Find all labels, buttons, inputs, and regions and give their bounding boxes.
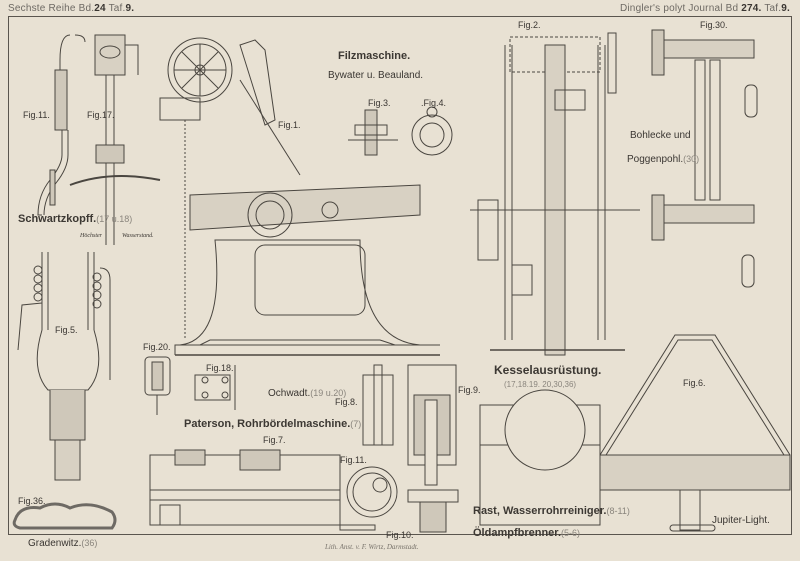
caption-oeldampf-ref: (5-6) bbox=[561, 528, 581, 538]
fig6-drawing bbox=[479, 334, 791, 532]
caption-oeldampf-title: Öldampfbrenner. bbox=[473, 527, 562, 539]
fig5-label: Fig.5. bbox=[55, 325, 78, 335]
series-name: Sechste Reihe bbox=[8, 3, 76, 14]
volume-number: 274. bbox=[741, 3, 762, 14]
plate-label: Taf. bbox=[764, 3, 782, 14]
fig6-label: Fig.6. bbox=[683, 378, 706, 388]
caption-ochwadt-title: Ochwadt. bbox=[268, 388, 311, 399]
fig7-label: Fig.7. bbox=[263, 435, 286, 445]
fig5-drawing bbox=[17, 252, 111, 481]
fig30-drawing bbox=[651, 29, 758, 288]
plate-border bbox=[8, 16, 792, 535]
caption-schwartzkopff-ref: (17 u.18) bbox=[96, 214, 133, 224]
fig9-label: Fig.9. bbox=[458, 385, 481, 395]
journal-name: Dingler's polyt Journal bbox=[619, 3, 723, 14]
fig2-drawing bbox=[470, 32, 640, 356]
fig4-label: .Fig.4. bbox=[421, 98, 447, 108]
fig2-label: Fig.2. bbox=[518, 20, 541, 30]
caption-bohlecke-line2: Poggenpohl. bbox=[627, 154, 684, 165]
fig20-label: Fig.20. bbox=[143, 342, 171, 352]
caption-rast-ref: (8-11) bbox=[606, 506, 630, 516]
fig30-label: Fig.30. bbox=[700, 20, 728, 30]
caption-paterson: Paterson, Rohrbördelmaschine.(7) bbox=[184, 418, 361, 430]
caption-bohlecke-line1: Bohlecke und bbox=[630, 130, 691, 141]
caption-hoechster-left: Höchster bbox=[80, 233, 102, 239]
caption-filzmaschine-authors: Bywater u. Beauland. bbox=[328, 70, 424, 81]
fig20-drawing bbox=[144, 356, 171, 415]
fig3-label: Fig.3. bbox=[368, 98, 391, 108]
caption-rast: Rast, Wasserrohrreiniger.(8-11) bbox=[473, 505, 630, 517]
caption-hoechster-right: Wasserstand. bbox=[122, 233, 154, 239]
volume-number: 24 bbox=[94, 3, 106, 14]
volume-label: Bd bbox=[725, 3, 739, 14]
fig36-drawing bbox=[12, 502, 117, 530]
caption-ochwadt-ref: (19 u.20) bbox=[310, 388, 347, 398]
caption-jupiter-title: Jupiter-Light. bbox=[712, 515, 770, 526]
header-left: Sechste Reihe Bd.24 Taf.9. bbox=[8, 3, 134, 14]
caption-rast-title: Rast, Wasserrohrreiniger. bbox=[473, 505, 607, 517]
plate-number: 9. bbox=[125, 3, 135, 14]
fig36-label: Fig.36. bbox=[18, 496, 46, 506]
fig17-label: Fig.11. bbox=[23, 110, 50, 120]
fig11-label: Fig.11. bbox=[340, 455, 367, 465]
caption-bohlecke-ref: (30) bbox=[683, 154, 700, 164]
volume-label: Bd. bbox=[78, 3, 95, 14]
header-right: Dingler's polyt Journal Bd 274. Taf.9. bbox=[620, 3, 790, 14]
caption-bohlecke: Poggenpohl.(30) bbox=[627, 154, 699, 165]
fig10-drawing bbox=[339, 489, 459, 533]
caption-schwartzkopff-title: Schwartzkopff. bbox=[18, 213, 97, 225]
fig3-drawing bbox=[348, 109, 398, 156]
fig17-drawing bbox=[37, 34, 86, 216]
fig9-drawing bbox=[407, 364, 457, 486]
fig18-label: Fig.17. bbox=[87, 110, 115, 120]
fig7-drawing bbox=[149, 449, 341, 526]
plate-label: Taf. bbox=[108, 3, 126, 14]
fig4-drawing bbox=[411, 106, 453, 156]
caption-gradenwitz-ref: (36) bbox=[81, 538, 98, 548]
fig1-label: Fig.1. bbox=[278, 120, 301, 130]
caption-ochwadt: Ochwadt.(19 u.20) bbox=[268, 388, 346, 399]
plate-number: 9. bbox=[781, 3, 790, 14]
fig19-drawing bbox=[194, 365, 236, 410]
lithographer-imprint: Lith. Anst. v. F. Wirtz, Darmstadt. bbox=[325, 543, 419, 551]
caption-schwartzkopff: Schwartzkopff.(17 u.18) bbox=[18, 213, 132, 225]
caption-paterson-ref: (7) bbox=[350, 419, 362, 429]
caption-gradenwitz-title: Gradenwitz. bbox=[28, 538, 82, 549]
caption-oeldampf: Öldampfbrenner.(5-6) bbox=[473, 527, 580, 539]
fig8-label: Fig.8. bbox=[335, 397, 358, 407]
fig10-label: Fig.10. bbox=[386, 530, 414, 540]
fig18-drawing bbox=[69, 34, 161, 245]
fig1-drawing bbox=[159, 37, 440, 356]
fig11-drawing bbox=[346, 466, 398, 518]
caption-kesselausruestung-ref: (17,18.19. 20,30,36) bbox=[504, 380, 577, 389]
caption-gradenwitz: Gradenwitz.(36) bbox=[28, 538, 97, 549]
fig19-label: Fig.18. bbox=[206, 363, 234, 373]
caption-paterson-title: Paterson, Rohrbördelmaschine. bbox=[184, 418, 351, 430]
caption-filzmaschine-title: Filzmaschine. bbox=[338, 50, 411, 62]
fig8-drawing bbox=[362, 364, 394, 446]
caption-kesselausruestung-title: Kesselausrüstung. bbox=[494, 363, 602, 377]
